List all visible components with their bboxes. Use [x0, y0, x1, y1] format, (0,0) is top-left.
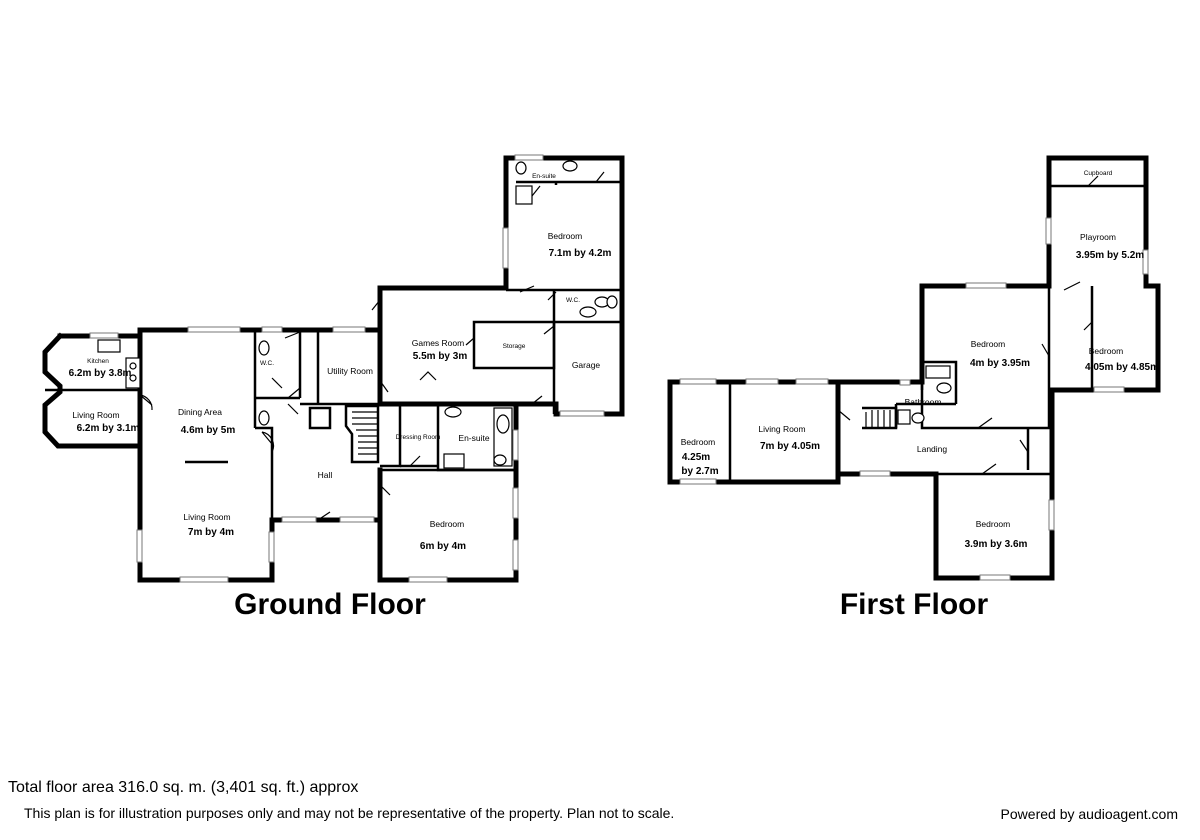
hall-name: Hall	[318, 470, 333, 480]
dining-area-name: Dining Area	[178, 407, 222, 417]
garage-name: Garage	[572, 360, 601, 370]
playroom-dims: 3.95m by 5.2m	[1076, 250, 1144, 261]
ensuite-top-name: En-suite	[532, 173, 556, 180]
bathroom-name: Bathroom	[905, 397, 942, 407]
ensuite-bottom-name: En-suite	[458, 433, 489, 443]
bedroom-mid-dims: 4m by 3.95m	[970, 358, 1030, 369]
bedroom-right-name: Bedroom	[1089, 346, 1124, 356]
ground-floor-fixtures	[97, 160, 618, 469]
ground-floor-plan: Kitchen 6.2m by 3.8m Living Room 6.2m by…	[42, 154, 625, 621]
living-room-main-dims: 7m by 4m	[188, 527, 234, 538]
first-floor-windows	[679, 217, 1149, 581]
ground-floor-doors	[139, 171, 605, 521]
living-room-left-dims: 6.2m by 3.1m	[77, 423, 140, 434]
total-floor-area: Total floor area 316.0 sq. m. (3,401 sq.…	[8, 779, 359, 796]
first-floor-labels: Cupboard Playroom 3.95m by 5.2m Bedroom …	[681, 170, 1159, 550]
landing-name: Landing	[917, 444, 948, 454]
ground-floor-labels: Kitchen 6.2m by 3.8m Living Room 6.2m by…	[69, 173, 612, 552]
wc-right-name: W.C.	[566, 297, 580, 304]
bedroom-top-name: Bedroom	[548, 231, 583, 241]
first-floor-stairs	[865, 410, 891, 428]
living-room-dims: 7m by 4.05m	[760, 441, 820, 452]
cupboard-name: Cupboard	[1084, 170, 1113, 177]
bedroom-left-dims-line2: by 2.7m	[681, 466, 718, 477]
ground-floor-title: Ground Floor	[234, 588, 426, 621]
dressing-room-name: Dressing Room	[396, 434, 441, 441]
living-room-left-name: Living Room	[72, 410, 119, 420]
ground-floor-windows	[89, 154, 605, 583]
playroom-name: Playroom	[1080, 232, 1116, 242]
powered-by: Powered by audioagent.com	[1000, 806, 1178, 822]
bedroom-bottom-name-ff: Bedroom	[976, 519, 1011, 529]
bedroom-bottom-dims-ff: 3.9m by 3.6m	[965, 539, 1028, 550]
bedroom-left-name: Bedroom	[681, 437, 716, 447]
living-room-main-name: Living Room	[183, 512, 230, 522]
bedroom-top-dims: 7.1m by 4.2m	[549, 248, 612, 259]
bedroom-bottom-dims: 6m by 4m	[420, 541, 466, 552]
bedroom-left-dims-line1: 4.25m	[682, 452, 710, 463]
utility-room-name: Utility Room	[327, 366, 373, 376]
first-floor-walls	[667, 155, 1161, 581]
first-floor-fixtures	[865, 365, 952, 428]
kitchen-dims: 6.2m by 3.8m	[69, 368, 132, 379]
kitchen-name: Kitchen	[87, 358, 109, 365]
first-floor-plan: Cupboard Playroom 3.95m by 5.2m Bedroom …	[667, 155, 1161, 621]
disclaimer: This plan is for illustration purposes o…	[24, 805, 675, 821]
bedroom-right-dims: 4.05m by 4.85m	[1085, 362, 1159, 373]
games-room-name: Games Room	[412, 338, 464, 348]
first-floor-title: First Floor	[840, 588, 989, 621]
games-room-dims: 5.5m by 3m	[413, 351, 468, 362]
wc-left-name: W.C.	[260, 360, 274, 367]
storage-name: Storage	[503, 343, 526, 350]
living-room-name: Living Room	[758, 424, 805, 434]
dining-area-dims: 4.6m by 5m	[181, 425, 236, 436]
stairs	[344, 404, 380, 464]
bedroom-mid-name: Bedroom	[971, 339, 1006, 349]
first-floor-doors	[837, 175, 1099, 475]
bedroom-bottom-name: Bedroom	[430, 519, 465, 529]
